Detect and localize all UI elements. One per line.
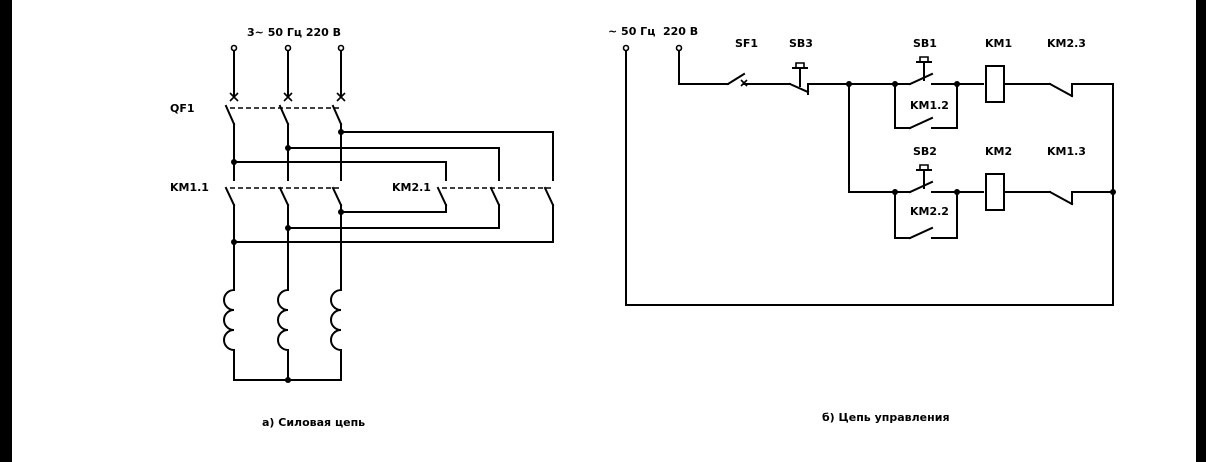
reverse-branch-wire: [848, 83, 896, 193]
power-circuit: 3~ 50 Гц 220 В QF1: [170, 26, 555, 429]
holding-contact-km2-2: [892, 189, 960, 240]
contactor-km1-1-label: KM1.1: [170, 181, 209, 194]
coil-km1-label: KM1: [985, 37, 1012, 50]
power-supply-label: 3~ 50 Гц 220 В: [247, 26, 341, 39]
interlock-km1-3-label: KM1.3: [1047, 145, 1086, 158]
control-terminal-neutral: [675, 44, 683, 52]
reverse-return-wires: [231, 204, 554, 245]
interlock-km2-3: [1003, 82, 1114, 98]
contactor-km2-1-label: KM2.1: [392, 181, 431, 194]
reverse-button-sb2: [894, 164, 984, 194]
contactor-km2-1: [436, 186, 555, 207]
control-circuit-caption: б) Цепь управления: [822, 411, 950, 424]
control-supply-voltage-label: 220 В: [663, 25, 698, 38]
reverse-feed-wires: [231, 129, 554, 181]
breaker-qf1-label: QF1: [170, 102, 195, 115]
forward-button-sb1-label: SB1: [913, 37, 937, 50]
holding-contact-km1-2: [892, 81, 960, 130]
contactor-km1-1: [224, 186, 343, 291]
stop-button-sb3-label: SB3: [789, 37, 813, 50]
control-circuit: ~ 50 Гц 220 В SF1 SB3: [608, 25, 1116, 424]
supply-terminal-l1: [230, 44, 238, 52]
interlock-km2-3-label: KM2.3: [1047, 37, 1086, 50]
holding-contact-km1-2-label: KM1.2: [910, 99, 949, 112]
breaker-sf1: [678, 50, 791, 87]
power-circuit-caption: а) Силовая цепь: [262, 416, 365, 429]
holding-contact-km2-2-label: KM2.2: [910, 205, 949, 218]
supply-terminal-l2: [284, 44, 292, 52]
supply-lines: [233, 50, 342, 98]
control-supply-phase-label: ~ 50 Гц: [608, 25, 655, 38]
interlock-km1-3: [1003, 189, 1116, 206]
control-terminal-phase: [622, 44, 630, 52]
paper-background: [12, 0, 1196, 462]
motor-windings: [223, 288, 343, 383]
breaker-sf1-label: SF1: [735, 37, 758, 50]
reverse-button-sb2-label: SB2: [913, 145, 937, 158]
supply-terminal-l3: [337, 44, 345, 52]
coil-km2-label: KM2: [985, 145, 1012, 158]
breaker-qf1: [224, 92, 346, 181]
